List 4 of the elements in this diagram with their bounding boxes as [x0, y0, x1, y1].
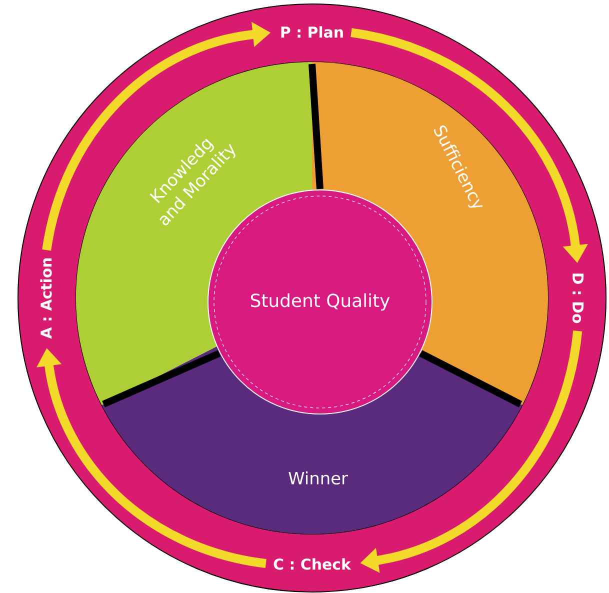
stage-label: D : Do — [572, 274, 584, 324]
stage-label: C : Check — [274, 558, 352, 570]
stage-label: P : Plan — [281, 26, 343, 38]
stage-label: A : Action — [40, 258, 52, 339]
